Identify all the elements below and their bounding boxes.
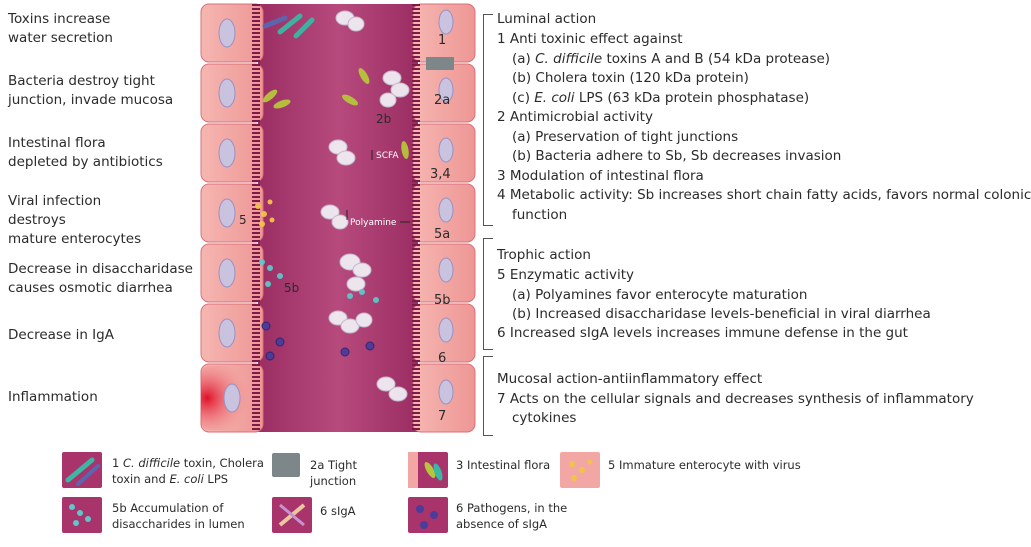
trophic-item-5a: (a) Polyamines favor enterocyte maturati… (512, 287, 808, 303)
virus-legend-icon (560, 452, 600, 488)
luminal-item-2b: (b) Bacteria adhere to Sb, Sb decreases … (512, 148, 842, 164)
pathogen-legend-icon (408, 497, 448, 533)
luminal-heading: Luminal action (497, 11, 597, 27)
cell-number-6: 6 (438, 351, 446, 366)
lumen-label-5b: 5b (284, 281, 299, 295)
label-bacteria: Bacteria destroy tight junction, invade … (8, 73, 174, 108)
toxin-legend-icon (62, 452, 102, 488)
luminal-item-1: 1 Anti toxinic effect against (497, 31, 683, 47)
label-iga: Decrease in IgA (8, 327, 114, 343)
luminal-item-4-cont: function (512, 207, 568, 223)
luminal-item-4: 4 Metabolic activity: Sb increases short… (497, 187, 1031, 203)
luminal-item-1a: (a) C. difficile toxins A and B (54 kDa … (512, 51, 831, 67)
bracket-mucosal (483, 356, 493, 436)
luminal-item-1c: (c) E. coli LPS (63 kDa protein phosphat… (512, 90, 810, 106)
cell-number-5b: 5b (434, 293, 451, 308)
trophic-heading: Trophic action (497, 247, 591, 263)
mucosal-item-7-cont: cytokines (512, 410, 577, 426)
right-epithelium (412, 3, 476, 433)
trophic-item-5b: (b) Increased disaccharidase levels-bene… (512, 306, 931, 322)
label-flora: Intestinal flora depleted by antibiotics (8, 135, 163, 170)
left-epithelium (200, 3, 264, 433)
luminal-item-1b: (b) Cholera toxin (120 kDa protein) (512, 70, 749, 86)
trophic-item-6: 6 Increased sIgA levels increases immune… (497, 325, 908, 341)
mucosal-item-7: 7 Acts on the cellular signals and decre… (497, 391, 974, 407)
label-disaccharidase: Decrease in disaccharidase causes osmoti… (8, 261, 193, 296)
bracket-trophic (483, 238, 493, 350)
legend-item-pathogens: 6 Pathogens, in the absence of sIgA (408, 497, 608, 539)
legend-item-tight-junction: 2a Tight junction (272, 452, 402, 492)
trophic-item-5: 5 Enzymatic activity (497, 267, 634, 283)
mucosal-heading: Mucosal action-antiinflammatory effect (497, 371, 763, 387)
legend-item-immature-enterocyte: 5 Immature enterocyte with virus (560, 452, 820, 492)
cell-number-3-4: 3,4 (430, 167, 451, 182)
lumen-label-scfa: SCFA (376, 151, 399, 161)
legend-item-toxins: 1 C. difficile toxin, Cholera toxin and … (62, 452, 272, 492)
luminal-item-2: 2 Antimicrobial activity (497, 109, 653, 125)
cell-number-5a: 5a (434, 227, 450, 242)
lumen-label-5: 5 (239, 213, 247, 227)
label-viral: Viral infection destroys mature enterocy… (8, 193, 142, 247)
cell-number-1: 1 (438, 33, 446, 48)
siga-legend-icon (272, 497, 312, 533)
bracket-luminal (483, 14, 493, 226)
cell-number-2a: 2a (434, 93, 450, 108)
legend-item-disaccharides: 5b Accumulation of disaccharides in lume… (62, 497, 272, 539)
legend-item-intestinal-flora: 3 Intestinal flora (408, 452, 558, 492)
label-toxins: Toxins increase water secretion (8, 11, 113, 46)
disaccharide-legend-icon (62, 497, 102, 533)
flora-legend-icon (408, 452, 448, 488)
lumen-label-polyamine: Polyamine (350, 218, 397, 228)
luminal-item-3: 3 Modulation of intestinal flora (497, 168, 704, 184)
legend-item-siga: 6 sIgA (272, 497, 402, 539)
tight-junction-legend-icon (272, 453, 300, 477)
luminal-item-2a: (a) Preservation of tight junctions (512, 129, 739, 145)
label-inflammation: Inflammation (8, 389, 98, 405)
tight-junction-marker (426, 57, 454, 70)
cell-number-7: 7 (438, 409, 446, 424)
lumen-contents (255, 10, 410, 402)
lumen-label-2b: 2b (376, 112, 391, 126)
